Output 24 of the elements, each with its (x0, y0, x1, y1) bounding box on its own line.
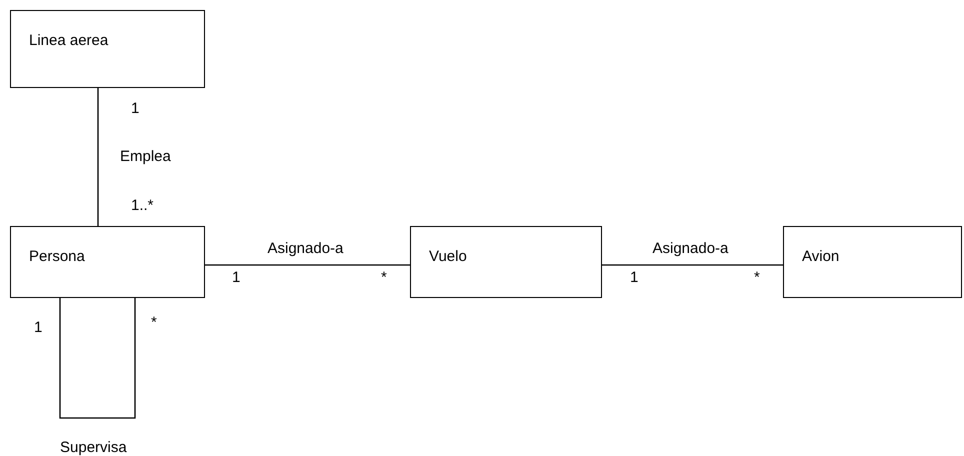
connector-line (59, 298, 136, 419)
multiplicity-label: * (151, 315, 157, 330)
class-name: Linea aerea (29, 32, 108, 49)
class-box (10, 226, 205, 298)
multiplicity-label: * (381, 270, 387, 285)
class-name: Vuelo (429, 248, 467, 265)
class-box (10, 10, 205, 88)
association-label: Asignado-a (652, 241, 728, 256)
multiplicity-label: 1 (131, 101, 140, 116)
multiplicity-label: 1 (232, 270, 240, 285)
multiplicity-label: 1 (34, 320, 42, 335)
association-label: Asignado-a (268, 241, 344, 256)
connector-line (97, 88, 99, 226)
class-name: Persona (29, 248, 85, 265)
multiplicity-label: 1 (630, 270, 638, 285)
class-box (410, 226, 602, 298)
class-name: Avion (802, 248, 840, 265)
association-label: Emplea (120, 149, 171, 164)
multiplicity-label: 1..* (131, 198, 154, 213)
connector-line (602, 264, 783, 266)
association-label: Supervisa (60, 440, 127, 455)
connector-line (205, 264, 410, 266)
multiplicity-label: * (754, 270, 760, 285)
class-box (783, 226, 962, 298)
